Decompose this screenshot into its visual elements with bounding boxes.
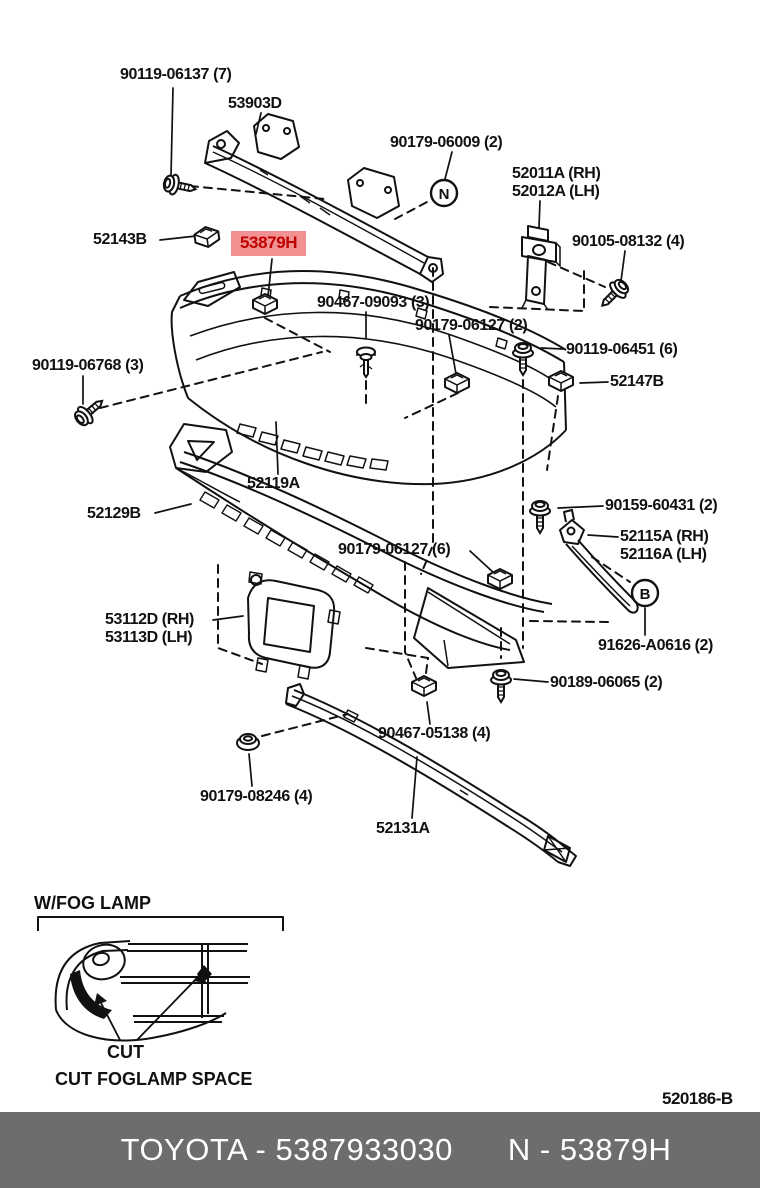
part-label-52011a[interactable]: 52011A (RH) [512, 165, 601, 182]
part-label-90467-09093[interactable]: 90467-09093 (3) [317, 294, 430, 311]
foglamp-inset-drawing [37, 916, 284, 1042]
part-label-90179-06009[interactable]: 90179-06009 (2) [390, 134, 503, 151]
svg-text:B: B [640, 586, 651, 603]
part-52115a-retainer-drawing [559, 509, 639, 614]
part-label-53879h-selected[interactable]: 53879H [231, 231, 307, 256]
part-52011a-bracket-drawing [521, 225, 561, 311]
fastener-icons [70, 171, 634, 751]
callout-b: B [630, 578, 660, 608]
part-label-52116a[interactable]: 52116A (LH) [620, 546, 707, 563]
inset-cut-label: CUT [107, 1042, 144, 1062]
footer-brand-part-number: TOYOTA - 5387933030 [120, 1132, 453, 1167]
part-label-90105-08132[interactable]: 90105-08132 (4) [572, 233, 685, 250]
part-label-53112d[interactable]: 53112D (RH) [105, 611, 194, 628]
footer-catalog-code: N - 53879H [507, 1132, 672, 1167]
part-label-90119-06768[interactable]: 90119-06768 (3) [32, 357, 144, 374]
part-label-52012a[interactable]: 52012A (LH) [512, 183, 600, 200]
part-label-90179-06127-6[interactable]: 90179-06127 (6) [338, 541, 451, 558]
part-label-90159-60431[interactable]: 90159-60431 (2) [605, 497, 718, 514]
part-label-53903d[interactable]: 53903D [228, 95, 282, 112]
part-52129b-bumper-drawing [169, 423, 553, 669]
part-52131a-reinforcement-drawing [285, 683, 577, 867]
figure-ref-code: 520186-B [662, 1089, 733, 1108]
part-53112d-bezel-drawing [247, 571, 341, 680]
inset-caption: CUT FOGLAMP SPACE [55, 1069, 253, 1089]
inset-title: W/FOG LAMP [34, 893, 151, 913]
footer-bar: TOYOTA - 5387933030 N - 53879H [0, 1112, 760, 1188]
dashed-guides [99, 185, 631, 737]
part-label-90179-08246[interactable]: 90179-08246 (4) [200, 788, 313, 805]
part-label-52143b[interactable]: 52143B [93, 231, 147, 248]
leader-lines [82, 87, 646, 819]
part-label-52147b[interactable]: 52147B [610, 373, 664, 390]
part-label-90189-06065[interactable]: 90189-06065 (2) [550, 674, 663, 691]
part-label-90119-06451[interactable]: 90119-06451 (6) [566, 341, 678, 358]
part-label-90119-06137[interactable]: 90119-06137 (7) [120, 66, 232, 83]
callout-n: N [429, 178, 459, 208]
svg-text:N: N [439, 186, 450, 203]
part-label-52115a[interactable]: 52115A (RH) [620, 528, 709, 545]
part-label-90179-06127-2[interactable]: 90179-06127 (2) [415, 317, 528, 334]
part-53903d-drawing [204, 113, 444, 283]
part-label-90467-05138[interactable]: 90467-05138 (4) [378, 725, 491, 742]
part-label-52129b[interactable]: 52129B [87, 505, 141, 522]
part-label-52131a[interactable]: 52131A [376, 820, 430, 837]
part-label-53113d[interactable]: 53113D (LH) [105, 629, 193, 646]
part-label-52119a[interactable]: 52119A [247, 475, 300, 492]
part-label-91626-a0616[interactable]: 91626-A0616 (2) [598, 637, 713, 654]
